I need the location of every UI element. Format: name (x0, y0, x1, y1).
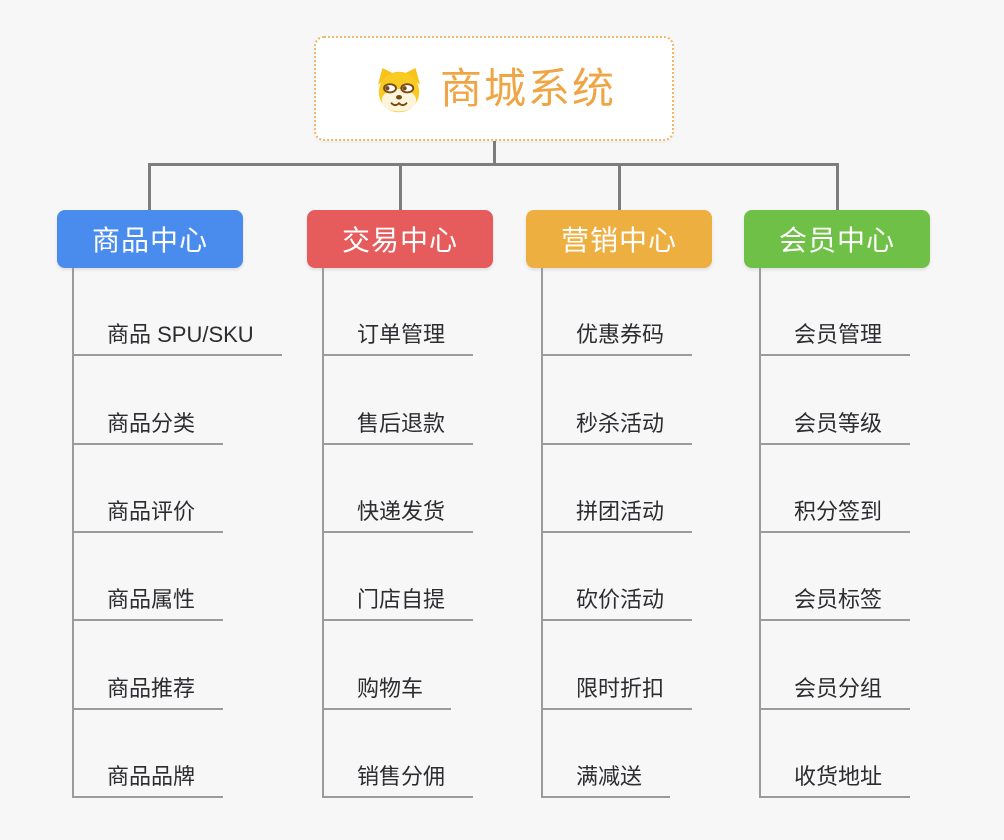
connector-drop-marketing (618, 163, 621, 211)
child-topic[interactable]: 秒杀活动 (543, 356, 693, 445)
child-topic[interactable]: 商品评价 (74, 445, 224, 533)
child-topic[interactable]: 会员等级 (761, 356, 911, 445)
connector-root-drop (493, 140, 496, 164)
child-topic[interactable]: 商品属性 (74, 533, 224, 622)
child-topic[interactable]: 优惠券码 (543, 268, 693, 357)
branch-trade-center: 交易中心 订单管理 售后退款 快递发货 门店自提 购物车 销售分佣 (307, 210, 493, 798)
child-topic[interactable]: 限时折扣 (543, 621, 693, 710)
child-topic[interactable]: 销售分佣 (324, 710, 474, 798)
child-topic[interactable]: 拼团活动 (543, 445, 693, 533)
child-topic[interactable]: 会员标签 (761, 533, 911, 622)
child-topic[interactable]: 快递发货 (324, 445, 474, 533)
child-topic[interactable]: 商品品牌 (74, 710, 224, 798)
child-topic[interactable]: 满减送 (543, 710, 671, 798)
branch-marketing-center: 营销中心 优惠券码 秒杀活动 拼团活动 砍价活动 限时折扣 满减送 (526, 210, 712, 798)
branch-node-product-center[interactable]: 商品中心 (57, 210, 243, 268)
child-topic[interactable]: 会员分组 (761, 621, 911, 710)
root-title: 商城系统 (439, 64, 616, 112)
branch-node-marketing-center[interactable]: 营销中心 (526, 210, 712, 268)
branch-product-center: 商品中心 商品 SPU/SKU 商品分类 商品评价 商品属性 商品推荐 商品品牌 (57, 210, 282, 798)
child-topic[interactable]: 购物车 (324, 621, 452, 710)
branch-children-trade: 订单管理 售后退款 快递发货 门店自提 购物车 销售分佣 (322, 268, 493, 798)
child-topic[interactable]: 收货地址 (761, 710, 911, 798)
connector-trunk (148, 163, 838, 166)
branch-node-member-center[interactable]: 会员中心 (744, 210, 930, 268)
branch-children-product: 商品 SPU/SKU 商品分类 商品评价 商品属性 商品推荐 商品品牌 (72, 268, 282, 798)
child-topic[interactable]: 积分签到 (761, 445, 911, 533)
child-topic[interactable]: 商品分类 (74, 356, 224, 445)
root-node-mall-system[interactable]: 商城系统 (314, 36, 674, 141)
branch-children-marketing: 优惠券码 秒杀活动 拼团活动 砍价活动 限时折扣 满减送 (541, 268, 712, 798)
child-topic[interactable]: 售后退款 (324, 356, 474, 445)
dog-face-icon (377, 67, 420, 112)
connector-drop-member (836, 163, 839, 211)
child-topic[interactable]: 订单管理 (324, 268, 474, 357)
branch-member-center: 会员中心 会员管理 会员等级 积分签到 会员标签 会员分组 收货地址 (744, 210, 930, 798)
child-topic[interactable]: 砍价活动 (543, 533, 693, 622)
child-topic[interactable]: 商品推荐 (74, 621, 224, 710)
child-topic[interactable]: 会员管理 (761, 268, 911, 357)
branch-node-trade-center[interactable]: 交易中心 (307, 210, 493, 268)
branch-children-member: 会员管理 会员等级 积分签到 会员标签 会员分组 收货地址 (759, 268, 930, 798)
connector-drop-trade (399, 163, 402, 211)
connector-drop-product (148, 163, 151, 211)
child-topic[interactable]: 门店自提 (324, 533, 474, 622)
child-topic[interactable]: 商品 SPU/SKU (74, 268, 282, 357)
